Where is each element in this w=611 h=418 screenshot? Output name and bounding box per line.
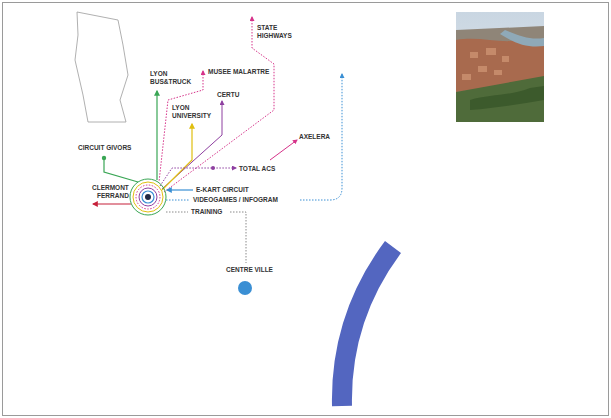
route-line: [162, 101, 222, 189]
location-dot: [238, 281, 252, 295]
route-line: [270, 140, 297, 160]
place-label: CIRCUIT GIVORS: [78, 144, 131, 152]
route-line: [230, 212, 246, 263]
place-label: STATE HIGHWAYS: [257, 24, 292, 40]
place-label: VIDEOGAMES / INFOGRAM: [193, 196, 278, 204]
place-label: CERTU: [217, 91, 239, 99]
place-label: TRAINING: [191, 208, 222, 216]
place-label: LYON UNIVERSITY: [172, 104, 211, 120]
place-label: LYON BUS&TRUCK: [150, 70, 191, 86]
route-dot: [211, 166, 215, 170]
aerial-photo: [456, 12, 544, 122]
route-line: [162, 124, 192, 190]
frame: [3, 3, 609, 416]
route-line: [166, 212, 188, 213]
route-dot: [102, 156, 106, 160]
place-label: CENTRE VILLE: [226, 266, 273, 274]
route-line: [300, 74, 342, 200]
route-line: [104, 158, 138, 182]
arc-band: [342, 247, 393, 406]
place-label: TOTAL ACS: [239, 165, 275, 173]
route-line: [159, 71, 203, 182]
place-label: CLERMONT FERRAND: [92, 184, 129, 200]
route-line: [166, 200, 190, 201]
route-line: [167, 189, 193, 190]
route-line: [160, 168, 236, 186]
route-line: [93, 203, 131, 204]
place-label: MUSEE MALARTRE: [208, 68, 269, 76]
place-label: E-KART CIRCUIT: [196, 186, 249, 194]
hub-rings: [130, 179, 166, 215]
route-line: [156, 91, 157, 180]
place-label: AXELERA: [299, 133, 330, 141]
map-outline: [75, 12, 128, 122]
